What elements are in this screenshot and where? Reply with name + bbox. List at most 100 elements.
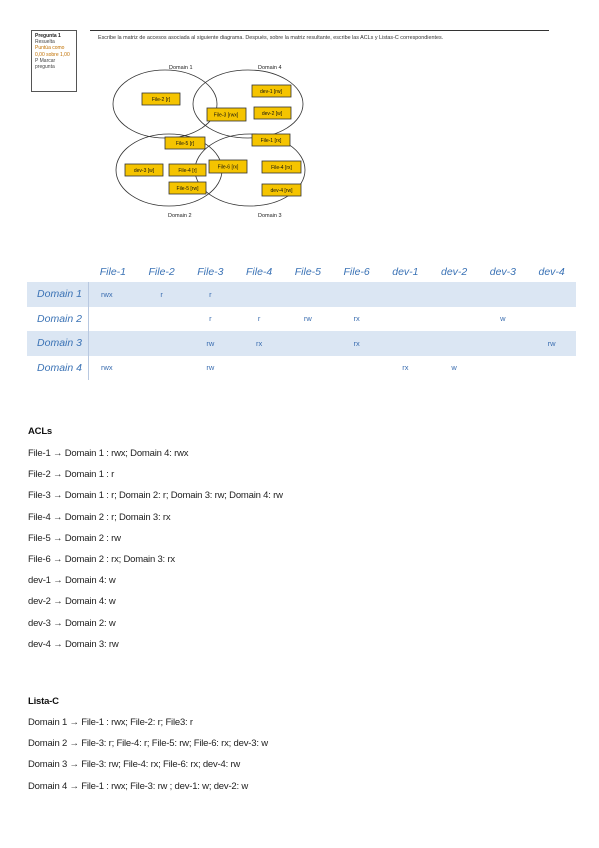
acl-line: dev-1 → Domain 4: w [28,575,116,587]
matrix-cell [332,282,381,307]
matrix-corner [27,262,89,282]
domain-label: Domain 3 [258,213,282,219]
file-box-label: dev-2 [w] [262,111,283,117]
matrix-cell: r [209,314,212,324]
matrix-cell [527,282,576,307]
matrix-cell: rx [402,363,409,373]
matrix-column-header: dev-3 [489,266,516,278]
matrix-column-header: File-6 [343,266,370,278]
matrix-cell [381,331,430,356]
matrix-cell: rwx [88,282,138,307]
question-title: Pregunta 1 [35,33,61,39]
listac-line: Domain 3 → File-3: rw; File-4: rx; File-… [28,759,241,771]
matrix-cell [381,282,430,307]
matrix-cell [235,356,284,381]
flag-question-link-2[interactable]: pregunta [35,64,55,71]
matrix-cell [283,282,333,307]
matrix-column-header: File-4 [245,266,273,278]
acl-line: File-4 → Domain 2 : r; Domain 3: rx [28,511,171,523]
matrix-header-row: File-1 File-2 File-3 File-4 File-5 File-… [27,262,576,282]
question-score-value: 0,00 sobre 1,00 [35,51,70,58]
matrix-cell: rw [206,363,215,373]
matrix-cell [137,356,186,381]
matrix-cell: rx [332,331,381,356]
listac-line: Domain 2 → File-3: r; File-4: r; File-5:… [28,738,268,750]
domain-label: Domain 2 [168,213,192,219]
matrix-cell: r [137,282,186,307]
file-box-label: File-3 [rwx] [214,113,239,119]
matrix-cell: rw [527,331,576,356]
matrix-cell [478,282,528,307]
matrix-column-header: dev-2 [440,266,468,278]
acl-line: File-2 → Domain 1 : r [28,469,115,481]
matrix-column-header: File-2 [148,266,175,278]
file-box [208,159,248,174]
acls-heading: ACLs [28,426,53,437]
file-box-label: File-5 [r] [176,141,195,147]
domain-diagram: Domain 1 Domain 4 Domain 2 Domain 3 File… [112,65,306,219]
question-score-label: Puntúa como [35,45,65,52]
matrix-row-domain-3: Domain 3 rw rx rx rw [27,331,576,356]
matrix-cell [430,307,479,332]
file-box [251,84,292,98]
matrix-cell [89,307,138,332]
question-text: Escribe la matriz de accesos asociada al… [98,35,444,41]
file-box [253,106,292,120]
matrix-cell [234,282,284,307]
matrix-cell: w [500,314,506,324]
domain-4-ellipse [192,69,304,139]
listac-heading: Lista-C [28,696,59,707]
matrix-cell [381,307,430,332]
matrix-column-header: File-5 [294,266,321,278]
question-status: Resuelta [35,39,55,46]
file-box-label: File-4 [rx] [271,165,292,171]
question-info-box: Pregunta 1 Resuelta Puntúa como 0,00 sob… [31,30,77,92]
file-box [206,107,247,122]
matrix-cell [478,331,528,356]
matrix-cell: rwx [101,363,113,373]
matrix-cell [283,331,333,356]
acl-line: dev-2 → Domain 4: w [28,596,116,608]
intro-divider [90,30,549,31]
matrix-column-header: dev-4 [538,266,565,278]
file-box-label: File-4 [r] [178,168,197,174]
matrix-column-header: File-1 [99,266,126,278]
matrix-cell: w [451,363,457,373]
matrix-cell [429,331,479,356]
domain-label: Domain 4 [258,65,282,71]
file-box [261,183,302,197]
matrix-cell [479,356,528,381]
file-box-label: dev-1 [rw] [260,89,283,95]
file-box [168,181,207,195]
file-box-label: File-1 [rx] [261,138,282,144]
matrix-cell [137,307,186,332]
matrix-row-header: Domain 3 [27,331,89,356]
matrix-cell: rx [234,331,284,356]
matrix-row-domain-4: Domain 4 rwx rw rx w [27,355,576,381]
file-box-label: File-2 [r] [152,97,171,103]
listac-line: Domain 1 → File-1 : rwx; File-2: r; File… [28,717,193,728]
file-box [251,133,291,147]
matrix-column-header: File-3 [197,266,224,278]
file-box-label: File-5 [rw] [177,186,200,192]
matrix-cell: rx [353,314,360,324]
matrix-cell: rw [303,314,312,324]
acl-line: File-6 → Domain 2 : rx; Domain 3: rx [28,553,175,565]
acl-line: dev-3 → Domain 2: w [28,617,116,629]
matrix-cell [332,356,381,381]
matrix-cell [284,356,333,381]
file-box-label: dev-4 [rw] [271,188,294,194]
matrix-cell: rw [186,331,235,356]
matrix-row-header: Domain 4 [27,355,89,380]
matrix-column-header: dev-1 [392,266,419,278]
access-matrix: File-1 File-2 File-3 File-4 File-5 File-… [27,262,576,380]
matrix-cell [137,331,186,356]
listac-list: Domain 1 → File-1 : rwx; File-2: r; File… [28,712,268,797]
matrix-cell [527,356,576,381]
file-box-label: File-6 [rx] [218,165,239,171]
domain-label: Domain 1 [169,65,193,71]
file-box-label: dev-3 [w] [134,168,155,174]
acl-line: File-5 → Domain 2 : rw [28,532,121,544]
flag-question-link[interactable]: P Marcar [35,57,56,64]
matrix-row-domain-2: Domain 2 r r rw rx w [27,306,576,332]
